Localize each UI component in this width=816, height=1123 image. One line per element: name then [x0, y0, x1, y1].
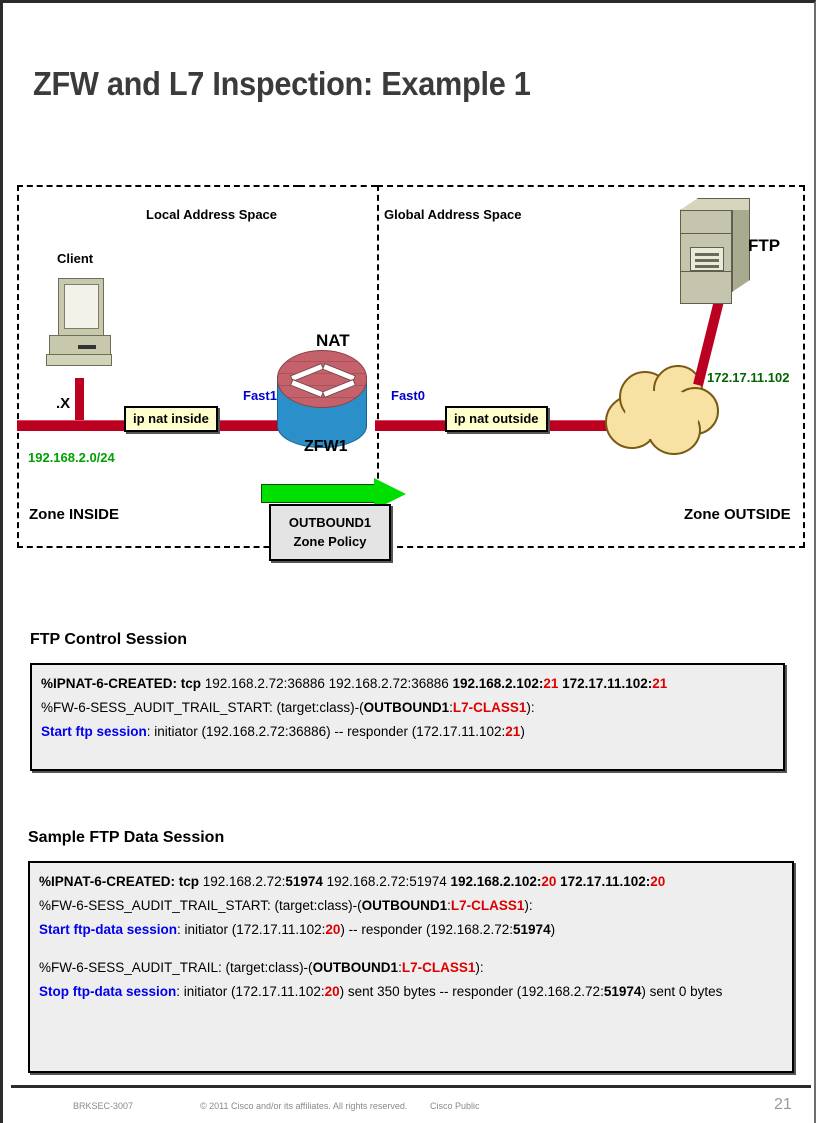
log-line: %IPNAT-6-CREATED: tcp 192.168.2.72:36886…: [41, 676, 668, 691]
ftp-server-label: FTP: [748, 236, 781, 255]
router-name-label: ZFW1: [304, 438, 348, 455]
zone-outside-label: Zone OUTSIDE: [684, 506, 791, 523]
ip-nat-inside-box: ip nat inside: [124, 406, 218, 432]
zone-inside-boundary: [17, 185, 299, 548]
session-code-label: BRKSEC-3007: [73, 1101, 134, 1111]
ip-nat-outside-box: ip nat outside: [445, 406, 548, 432]
global-address-space-label: Global Address Space: [384, 207, 522, 222]
network-diagram: Local Address Space Global Address Space…: [3, 173, 816, 613]
client-label: Client: [57, 251, 94, 266]
classification-label: Cisco Public: [430, 1101, 480, 1111]
zone-policy-box: OUTBOUND1 Zone Policy: [269, 504, 391, 561]
log-line-spacer: [39, 942, 783, 956]
page-number: 21: [774, 1096, 792, 1113]
client-host-suffix-label: .X: [56, 395, 71, 412]
zone-policy-subtitle: Zone Policy: [293, 534, 367, 549]
ftp-control-session-log: %IPNAT-6-CREATED: tcp 192.168.2.72:36886…: [30, 663, 785, 771]
ftp-server-ip-label: 172.17.11.102: [707, 370, 790, 385]
log-line: %FW-6-SESS_AUDIT_TRAIL: (target:class)-(…: [39, 960, 484, 975]
wan-cloud-icon: [601, 365, 725, 459]
outbound-policy-arrow-icon: [261, 478, 423, 514]
ftp-control-session-heading: FTP Control Session: [30, 631, 188, 648]
interface-fast0-label: Fast0: [391, 388, 425, 403]
log-line: Start ftp-data session: initiator (172.1…: [39, 922, 556, 937]
local-address-space-label: Local Address Space: [146, 207, 278, 222]
footer-divider: [11, 1085, 811, 1088]
zone-outside-boundary: [377, 185, 805, 548]
log-line: %IPNAT-6-CREATED: tcp 192.168.2.72:51974…: [39, 874, 666, 889]
client-pc-icon: [46, 278, 118, 380]
log-line: Start ftp session: initiator (192.168.2.…: [41, 724, 525, 739]
client-link-segment: [75, 378, 84, 424]
nat-label: NAT: [316, 331, 350, 350]
page-title: ZFW and L7 Inspection: Example 1: [33, 65, 531, 102]
ftp-server-icon: [680, 198, 754, 304]
interface-fast1-label: Fast1: [243, 388, 277, 403]
zone-inside-label: Zone INSIDE: [29, 506, 120, 523]
log-line: %FW-6-SESS_AUDIT_TRAIL_START: (target:cl…: [39, 898, 533, 913]
copyright-label: © 2011 Cisco and/or its affiliates. All …: [200, 1101, 408, 1111]
log-line: %FW-6-SESS_AUDIT_TRAIL_START: (target:cl…: [41, 700, 535, 715]
zone-policy-name: OUTBOUND1: [288, 515, 372, 530]
router-zfw1-icon: [277, 350, 367, 462]
inside-subnet-label: 192.168.2.0/24: [28, 450, 115, 465]
ftp-data-session-log: %IPNAT-6-CREATED: tcp 192.168.2.72:51974…: [28, 861, 794, 1073]
ftp-data-session-heading: Sample FTP Data Session: [28, 829, 225, 846]
log-line: Stop ftp-data session: initiator (172.17…: [39, 984, 723, 999]
